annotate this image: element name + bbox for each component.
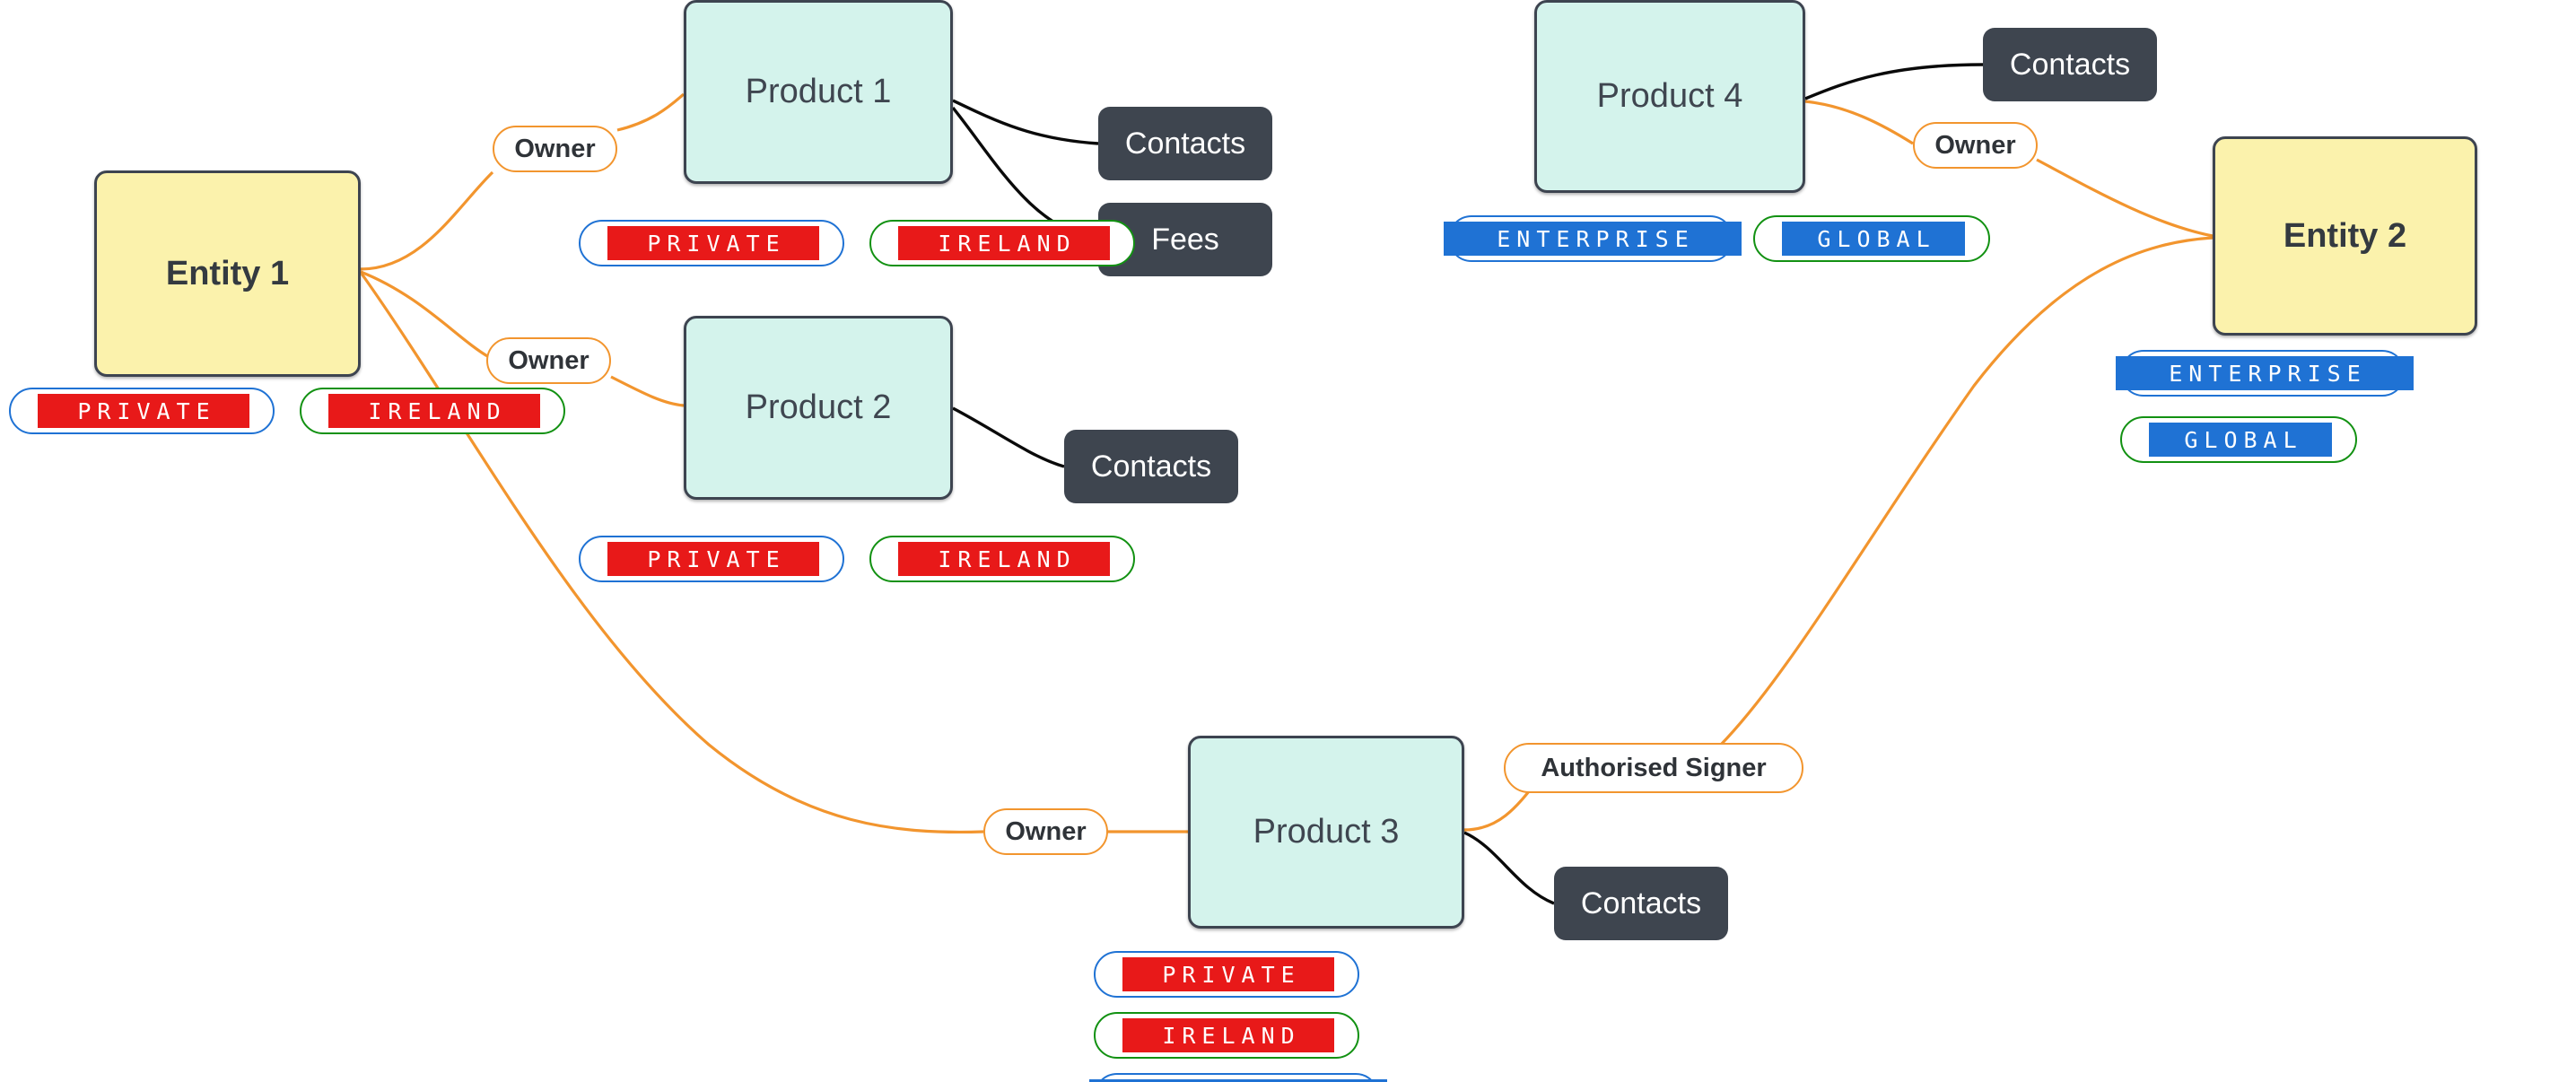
tag-label: IRELAND xyxy=(898,226,1110,260)
edge-product2-contacts xyxy=(952,406,1065,468)
node-entity2-label: Entity 2 xyxy=(2283,216,2407,255)
node-contacts-product1[interactable]: Contacts xyxy=(1098,107,1272,180)
edge-label-owner-product3[interactable]: Owner xyxy=(983,808,1108,855)
edge-label-authorised-signer[interactable]: Authorised Signer xyxy=(1504,743,1803,793)
tag-group-product4: ENTERPRISE GLOBAL xyxy=(1444,215,1990,262)
tag-group-entity1: PRIVATE IRELAND xyxy=(9,388,565,434)
node-fees-product1-label: Fees xyxy=(1151,222,1219,257)
tag-ireland[interactable]: IRELAND xyxy=(300,388,565,434)
node-product4[interactable]: Product 4 xyxy=(1534,0,1805,193)
node-product2-label: Product 2 xyxy=(745,388,892,426)
tag-private[interactable]: PRIVATE xyxy=(579,536,844,582)
tag-label: IRELAND xyxy=(1122,1018,1334,1052)
edge-entity1-owner-product2-a xyxy=(360,270,490,359)
node-contacts-product3[interactable]: Contacts xyxy=(1554,867,1728,940)
edge-entity1-owner-product1-b xyxy=(616,92,685,132)
tag-enterprise[interactable]: ENTERPRISE xyxy=(2116,350,2414,397)
edge-product4-owner-a xyxy=(1804,100,1914,145)
edge-product1-contacts xyxy=(952,99,1099,145)
node-product2[interactable]: Product 2 xyxy=(684,316,953,500)
tag-label: IRELAND xyxy=(898,542,1110,576)
node-entity1[interactable]: Entity 1 xyxy=(94,170,361,377)
edge-label-owner-entity2-text: Owner xyxy=(1934,130,2016,160)
node-contacts-product4-label: Contacts xyxy=(2009,47,2131,82)
node-contacts-product4[interactable]: Contacts xyxy=(1983,28,2157,101)
node-product3-label: Product 3 xyxy=(1253,813,1400,851)
edge-label-owner-product1[interactable]: Owner xyxy=(493,126,617,172)
tag-global[interactable]: GLOBAL xyxy=(2120,416,2357,463)
tag-ireland[interactable]: IRELAND xyxy=(1094,1012,1359,1059)
tag-private[interactable]: PRIVATE xyxy=(1094,951,1359,998)
tag-ireland[interactable]: IRELAND xyxy=(869,536,1135,582)
tag-group-entity2: ENTERPRISE GLOBAL xyxy=(2116,350,2576,463)
tag-label: PRIVATE xyxy=(607,226,819,260)
edge-label-owner-product3-text: Owner xyxy=(1005,816,1087,846)
edge-product3-contacts xyxy=(1463,831,1555,905)
node-contacts-product2[interactable]: Contacts xyxy=(1064,430,1238,503)
node-product4-label: Product 4 xyxy=(1596,77,1743,115)
edge-label-owner-product2[interactable]: Owner xyxy=(486,337,611,384)
tag-ireland[interactable]: IRELAND xyxy=(869,220,1135,266)
tag-label: PRIVATE xyxy=(1122,957,1334,991)
edge-entity1-owner-product2-b xyxy=(610,375,685,407)
tag-label: ENTERPRISE xyxy=(1444,222,1742,256)
tag-global[interactable]: GLOBAL xyxy=(1753,215,1990,262)
node-product3[interactable]: Product 3 xyxy=(1188,736,1464,929)
edge-product4-contacts xyxy=(1804,63,1984,100)
tag-enterprise[interactable]: ENTERPRISE xyxy=(1444,215,1742,262)
node-entity1-label: Entity 1 xyxy=(165,254,290,292)
node-contacts-product3-label: Contacts xyxy=(1580,886,1702,921)
tag-enterprise[interactable]: ENTERPRISE xyxy=(1089,1073,1387,1082)
node-product1-label: Product 1 xyxy=(745,73,892,110)
tag-private[interactable]: PRIVATE xyxy=(579,220,844,266)
edge-entity1-owner-product1-a xyxy=(360,170,494,271)
edge-label-owner-product1-text: Owner xyxy=(514,134,596,163)
tag-label: IRELAND xyxy=(328,394,540,428)
tag-label: GLOBAL xyxy=(2149,423,2332,457)
tag-group-product2: PRIVATE IRELAND xyxy=(579,536,1135,582)
node-contacts-product1-label: Contacts xyxy=(1124,126,1246,161)
edge-label-authorised-signer-text: Authorised Signer xyxy=(1541,753,1767,782)
tag-label: ENTERPRISE xyxy=(1089,1079,1387,1082)
tag-label: ENTERPRISE xyxy=(2116,356,2414,390)
edge-label-owner-entity2[interactable]: Owner xyxy=(1913,122,2038,169)
edge-label-owner-product2-text: Owner xyxy=(508,345,589,375)
edge-product4-owner-b xyxy=(2036,158,2214,238)
tag-group-product1: PRIVATE IRELAND xyxy=(579,220,1135,266)
node-entity2[interactable]: Entity 2 xyxy=(2213,136,2477,336)
node-contacts-product2-label: Contacts xyxy=(1090,449,1212,484)
tag-private[interactable]: PRIVATE xyxy=(9,388,275,434)
tag-label: PRIVATE xyxy=(607,542,819,576)
tag-label: GLOBAL xyxy=(1782,222,1965,256)
edge-product3-signer-b xyxy=(1712,236,2214,754)
node-product1[interactable]: Product 1 xyxy=(684,0,953,184)
tag-label: PRIVATE xyxy=(38,394,249,428)
